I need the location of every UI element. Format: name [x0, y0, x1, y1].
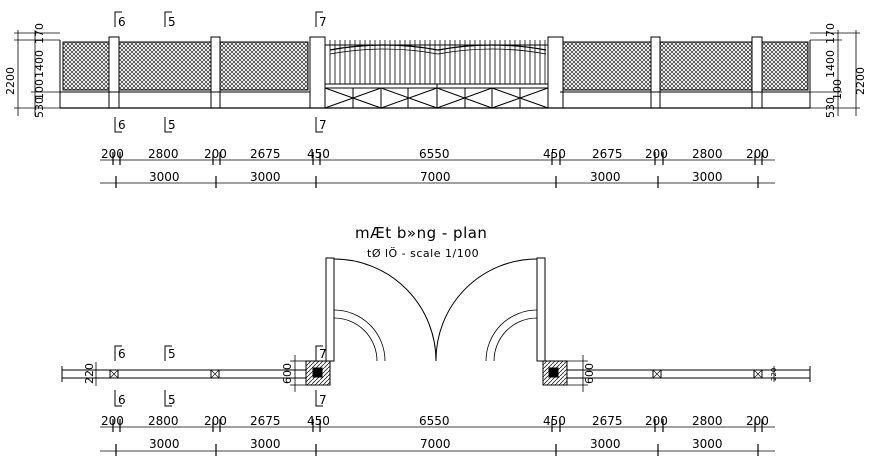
elev-dim-total: 7000: [420, 170, 451, 184]
mesh-panel: [659, 41, 753, 91]
elev-dim: 200: [101, 147, 124, 161]
plan-dim: 2675: [592, 414, 623, 428]
elevation-right-dims: [810, 30, 860, 116]
elev-dim-lines: [100, 152, 775, 188]
elev-dim: 450: [307, 147, 330, 161]
plan-dim-total: 3000: [590, 437, 621, 451]
pillar: [210, 36, 221, 109]
gate-bars: [329, 40, 547, 84]
plan-dim: 450: [543, 414, 566, 428]
section-mark: 5: [168, 118, 176, 132]
plan-dim: 2800: [148, 414, 179, 428]
elev-section-marks-bottom: [114, 117, 323, 133]
elev-section-marks-top: [114, 11, 323, 27]
plan-dim: 2675: [250, 414, 281, 428]
elev-dim: 200: [645, 147, 668, 161]
fence-elevation: [59, 36, 811, 109]
elev-dim: 2800: [148, 147, 179, 161]
pillar: [108, 36, 120, 109]
section-mark: 7: [319, 15, 327, 29]
elev-right-outer-dim: 2200: [854, 67, 867, 95]
mesh-panel: [219, 41, 309, 91]
elev-right-inner-dim: 1400: [824, 50, 837, 78]
gate-pillar: [309, 36, 326, 109]
elev-dim: 450: [543, 147, 566, 161]
plan-side-dims: [92, 355, 775, 392]
gate-x-braces: [324, 84, 549, 109]
section-mark: 5: [168, 15, 176, 29]
elev-dim: 2675: [592, 147, 623, 161]
plan-dim: 6550: [419, 414, 450, 428]
elev-dim: 2800: [692, 147, 723, 161]
section-mark: 7: [319, 393, 327, 407]
pillar: [751, 36, 763, 109]
plan-wall-dim: 220: [83, 363, 96, 384]
gate-pillar: [547, 36, 564, 109]
section-mark: 6: [118, 393, 126, 407]
drawing-subtitle: tØ lÖ - scale 1/100: [367, 247, 479, 260]
mesh-panel: [118, 41, 212, 91]
plan-pillar: [652, 369, 662, 379]
plan-dim-total: 7000: [420, 437, 451, 451]
pillar: [650, 36, 661, 109]
plan-dim: 200: [204, 414, 227, 428]
plan-pillar: [753, 369, 763, 379]
plan-pillar: [109, 369, 119, 379]
plan-dim-lines: [100, 419, 775, 456]
plan-dim-total: 3000: [149, 437, 180, 451]
elev-dim-total: 3000: [250, 170, 281, 184]
plan-dim: 200: [746, 414, 769, 428]
plan-dim-total: 3000: [250, 437, 281, 451]
door-swing-left: [333, 258, 437, 362]
plan-pillar: [210, 369, 220, 379]
mesh-panel: [62, 41, 110, 91]
mesh-panel: [761, 41, 809, 91]
drawing-title: mÆt b»ng - plan: [355, 224, 487, 242]
plan-dim: 2800: [692, 414, 723, 428]
elev-dim: 200: [204, 147, 227, 161]
elev-dim-total: 3000: [590, 170, 621, 184]
elev-left-inner-dim: 1400: [33, 50, 46, 78]
mesh-panel: [562, 41, 652, 91]
elev-left-inner-dim: 100: [33, 79, 46, 100]
plan-post-dim: 600: [583, 363, 596, 384]
plan-dim: 200: [101, 414, 124, 428]
section-mark: 5: [168, 347, 176, 361]
door-leaf-left: [325, 257, 335, 362]
plan-dim-total: 3000: [692, 437, 723, 451]
plan-section-marks-bottom: [114, 390, 323, 407]
section-mark: 7: [319, 347, 327, 361]
plan-wall-dim: 220: [770, 368, 778, 381]
section-mark: 6: [118, 15, 126, 29]
elev-right-inner-dim: 530: [824, 97, 837, 118]
plan-dim: 200: [645, 414, 668, 428]
section-mark: 6: [118, 347, 126, 361]
elev-dim: 6550: [419, 147, 450, 161]
fence-plan: [61, 257, 811, 386]
plan-post-dim: 600: [281, 363, 294, 384]
elev-right-inner-dim: 100: [831, 79, 844, 100]
section-mark: 5: [168, 393, 176, 407]
elev-left-inner-dim: 530: [33, 97, 46, 118]
section-mark: 6: [118, 118, 126, 132]
elev-dim-total: 3000: [692, 170, 723, 184]
elev-right-inner-dim: 170: [824, 23, 837, 44]
elev-dim: 2675: [250, 147, 281, 161]
elev-dim: 200: [746, 147, 769, 161]
elev-left-outer-dim: 2200: [4, 67, 17, 95]
door-swing-right: [435, 258, 538, 362]
elevation-left-dims: [14, 30, 60, 116]
plan-dim: 450: [307, 414, 330, 428]
plan-section-marks-top: [114, 345, 323, 361]
elev-dim-total: 3000: [149, 170, 180, 184]
section-mark: 7: [319, 118, 327, 132]
elev-left-inner-dim: 170: [33, 23, 46, 44]
door-leaf-right: [536, 257, 546, 362]
